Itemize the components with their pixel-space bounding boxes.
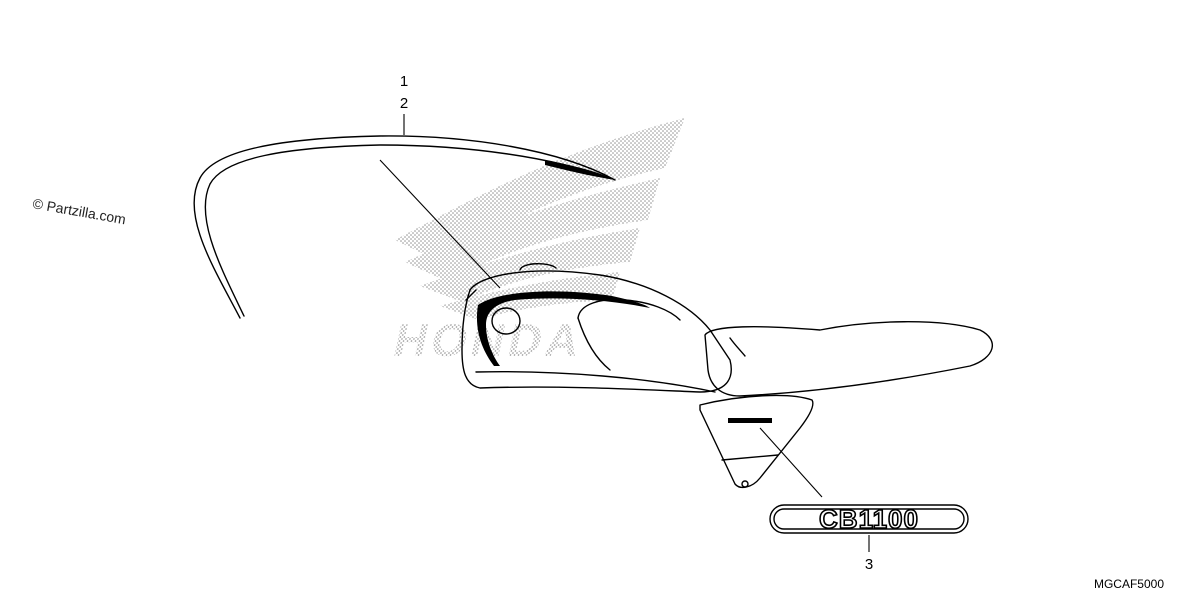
- tank-stripe-part: [193, 135, 616, 319]
- partzilla-watermark: © Partzilla.com: [31, 195, 127, 227]
- fuel-tank: [461, 263, 732, 393]
- cb1100-emblem-part: CB1100: [769, 503, 969, 535]
- seat: [704, 321, 993, 397]
- figure-code: MGCAF5000: [1094, 577, 1164, 591]
- side-cover: [699, 394, 814, 489]
- honda-wing-logo: HONDA: [389, 118, 685, 366]
- callout-2: 2: [400, 95, 408, 112]
- callout-1: 1: [400, 73, 408, 90]
- leader-lines: [379, 114, 870, 552]
- callout-3: 3: [865, 556, 873, 573]
- emblem-text: CB1100: [819, 504, 919, 534]
